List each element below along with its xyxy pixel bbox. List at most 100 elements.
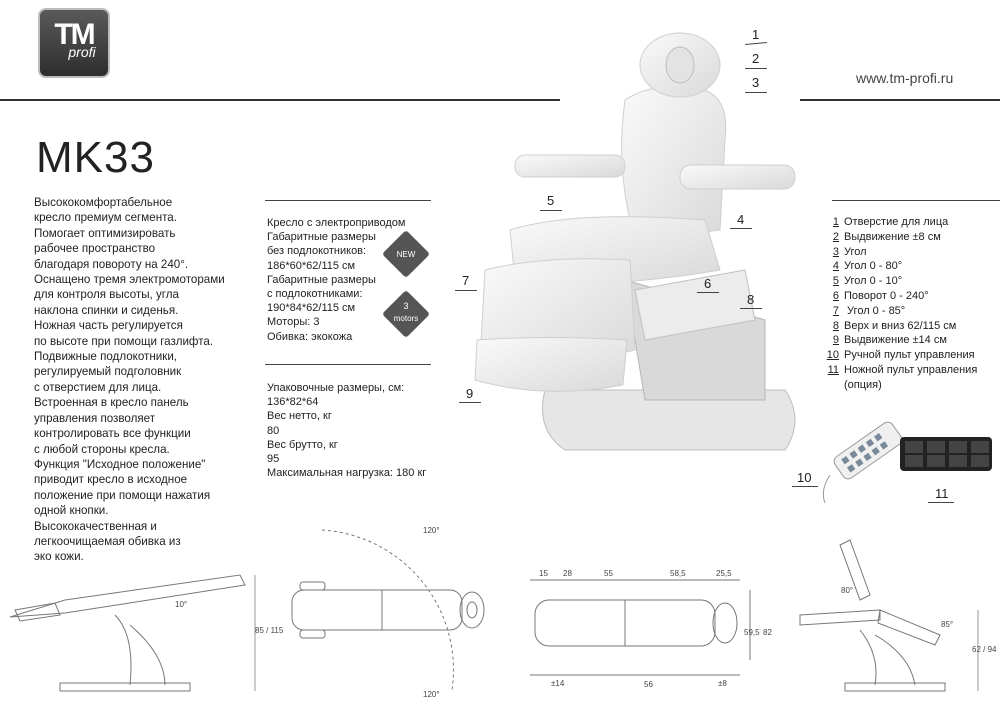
description-line: управления позволяет [34, 411, 156, 425]
description-line: наклона спинки и сиденья. [34, 303, 179, 317]
side2-height: 62 / 94 [972, 645, 997, 654]
hand-remote-icon [833, 421, 903, 480]
description-line: приводит кресло в исходное [34, 473, 188, 487]
logo-main-text: TM [54, 18, 95, 51]
top1-rotation-bottom: 120° [423, 690, 440, 699]
callout-3-line [745, 92, 767, 93]
top-view-drawing-2 [530, 579, 751, 676]
spec-rule-bottom [265, 364, 431, 365]
description-line: Высококомфортабельное [34, 196, 173, 209]
spec-line: без подлокотников: [267, 245, 367, 258]
legend-text: Верх и вниз 62/115 см [844, 319, 957, 332]
legend-number: 6 [832, 289, 839, 302]
description-line: одной кнопки. [34, 504, 109, 518]
spec-line: Кресло с электроприводом [267, 217, 406, 229]
callout-3: 3 [752, 75, 760, 90]
callout-4: 4 [737, 212, 745, 227]
model-title: MK33 [36, 133, 155, 182]
callout-7-line [455, 290, 477, 291]
legend-item: 3 Угол [823, 245, 977, 260]
callout-5-line [540, 210, 562, 211]
website-url[interactable]: www.tm-profi.ru [856, 70, 954, 86]
legend-text: (опция) [844, 378, 882, 391]
legend-text: Угол 0 - 80° [844, 260, 903, 273]
brand-logo: TM profi [38, 8, 110, 78]
description-line: рабочее пространство [34, 242, 156, 256]
new-badge-label: NEW [396, 250, 416, 259]
description-line: эко кожи. [34, 550, 84, 564]
legend-item: 4 Угол 0 - 80° [823, 259, 977, 274]
legend-number: 7 [832, 304, 839, 317]
top2-d4: 58,5 [670, 569, 686, 578]
legend-text: Угол [844, 245, 867, 258]
callout-9: 9 [466, 386, 474, 401]
side-view-drawing-1 [9, 574, 256, 692]
remote-controls [822, 421, 992, 504]
top2-d1: 15 [539, 569, 548, 578]
legend-text: Выдвижение ±8 см [844, 230, 941, 243]
packaging-line: Вес нетто, кг [267, 410, 332, 423]
top2-b2: 56 [644, 680, 653, 689]
description-line: по высоте при помощи газлифта. [34, 334, 214, 348]
motors-badge-label: motors [393, 314, 419, 323]
legend-number: 10 [826, 349, 839, 362]
packaging-line: 95 [267, 453, 280, 466]
legend-text: Поворот 0 - 240° [844, 289, 929, 302]
logo-sub-text: profi [68, 44, 96, 60]
spec-line: с подлокотниками: [267, 288, 363, 301]
header-rule-right [800, 99, 1000, 101]
callout-6: 6 [704, 276, 712, 291]
motors-badge-count: 3 [403, 301, 409, 311]
legend-number: 1 [832, 216, 839, 228]
side-view-drawing-2 [799, 539, 979, 692]
spec-line: Обивка: экокожа [267, 330, 353, 343]
packaging-line: 136*82*64 [267, 396, 319, 409]
spec-line: Моторы: 3 [267, 316, 320, 329]
callout-9-line [459, 402, 481, 403]
description-line: Оснащено тремя электромоторами [34, 273, 225, 287]
description-line: Подвижные подлокотники, [34, 350, 178, 364]
top1-rotation-top: 120° [423, 526, 440, 535]
description-line: положение при помощи нажатия [34, 488, 211, 502]
description-line: с отверстием для лица. [34, 380, 162, 394]
spec-line: 190*84*62/115 см [267, 302, 356, 315]
legend-number: 4 [832, 260, 839, 273]
description-line: легкоочищаемая обивка из [34, 534, 181, 548]
spec-line: Габаритные размеры [267, 231, 376, 244]
legend-rule [832, 200, 1000, 201]
description-line: Помогает оптимизировать [34, 226, 176, 240]
top2-d3: 55 [604, 569, 613, 578]
callout-10: 10 [797, 470, 812, 485]
top2-d2: 28 [563, 569, 572, 578]
callout-1: 1 [752, 27, 760, 42]
legend-number: 3 [832, 245, 839, 258]
spec-rule-top [265, 200, 431, 201]
callout-2: 2 [752, 51, 760, 66]
callout-6-line [697, 292, 719, 293]
side1-height: 85 / 115 [255, 626, 284, 635]
legend-item: (опция) [823, 378, 977, 393]
side1-angle: 10° [175, 600, 188, 609]
description-line: регулируемый подголовник [34, 365, 182, 379]
spec-line: 186*60*62/115 см [267, 259, 356, 272]
top2-b3: ±8 [718, 679, 727, 688]
side2-angle-back: 80° [841, 586, 854, 595]
top2-b1: ±14 [551, 679, 565, 688]
callout-8: 8 [747, 292, 755, 307]
packaging-line: Вес брутто, кг [267, 438, 338, 451]
legend-item: 6 Поворот 0 - 240° [823, 289, 977, 304]
legend-number: 11 [827, 363, 839, 376]
callout-11-line [928, 502, 954, 503]
description-line: Встроенная в кресло панель [34, 396, 189, 410]
legend-number: 9 [832, 334, 839, 347]
description-line: для контроля высоты, угла [34, 288, 179, 302]
callout-10-line [792, 486, 818, 487]
legend-item: 7 Угол 0 - 85° [823, 304, 977, 319]
spec-line: Габаритные размеры [267, 273, 376, 286]
description-line: благодаря повороту на 240°. [34, 257, 189, 271]
